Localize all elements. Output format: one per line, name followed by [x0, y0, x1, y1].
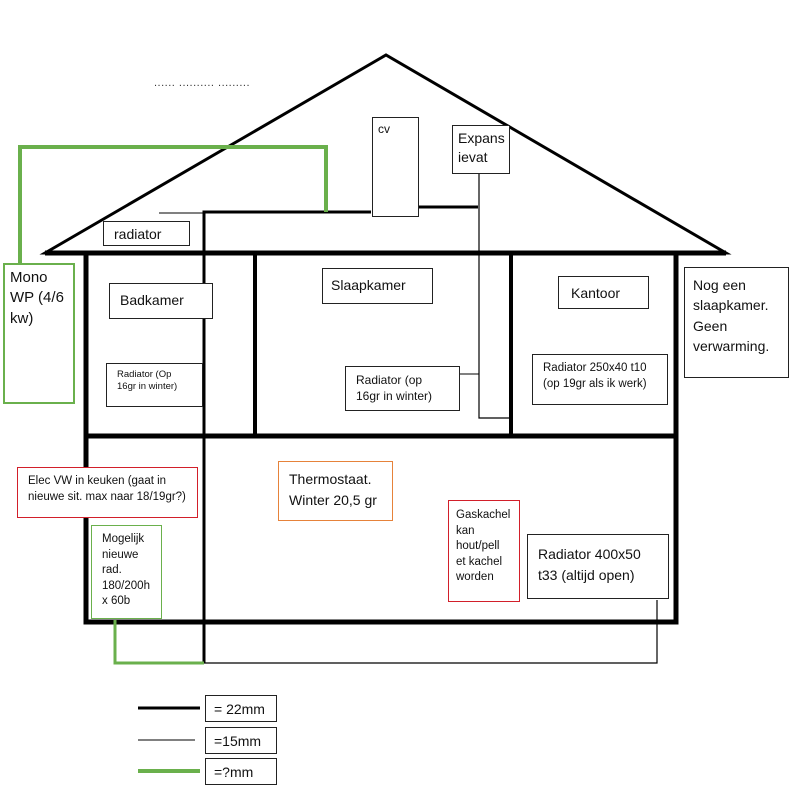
pipe-green-wp: [18, 145, 328, 263]
kantoor-radiator-box: Radiator 250x40 t10 (op 19gr als ik werk…: [532, 354, 668, 405]
pipe-15mm-ground: [204, 600, 658, 664]
attic-radiator-box: radiator: [103, 221, 190, 246]
gaskachel-box: Gaskachel kan hout/pell et kachel worden: [448, 500, 520, 602]
slaapkamer-label: Slaapkamer: [322, 268, 433, 304]
expansievat-box: Expans ievat: [452, 125, 510, 174]
slaapkamer-radiator-box: Radiator (op 16gr in winter): [345, 366, 460, 411]
pipe-15mm-expansievat: [478, 172, 511, 419]
badkamer-label: Badkamer: [109, 283, 213, 319]
thermostaat-box: Thermostaat. Winter 20,5 gr: [278, 461, 393, 521]
badkamer-radiator-box: Radiator (Op 16gr in winter): [106, 363, 203, 407]
kantoor-label: Kantoor: [558, 276, 649, 309]
pipe-22mm-main: [202, 210, 371, 663]
woonkamer-radiator-box: Radiator 400x50 t33 (altijd open): [527, 534, 669, 599]
pipe-green-new-rad: [113, 620, 204, 665]
elec-keuken-box: Elec VW in keuken (gaat in nieuwe sit. m…: [17, 467, 198, 518]
dotted-mark: ...... .......... .........: [154, 77, 251, 89]
legend-label-green: =?mm: [205, 758, 277, 785]
legend-label-22mm: = 22mm: [205, 695, 277, 722]
nieuwe-radiator-box: Mogelijk nieuwe rad. 180/200h x 60b: [91, 525, 162, 619]
mono-wp-box: Mono WP (4/6 kw): [3, 263, 75, 404]
legend-label-15mm: =15mm: [205, 727, 277, 754]
extra-slaapkamer-box: Nog een slaapkamer. Geen verwarming.: [684, 267, 789, 378]
cv-box: cv: [372, 117, 419, 217]
